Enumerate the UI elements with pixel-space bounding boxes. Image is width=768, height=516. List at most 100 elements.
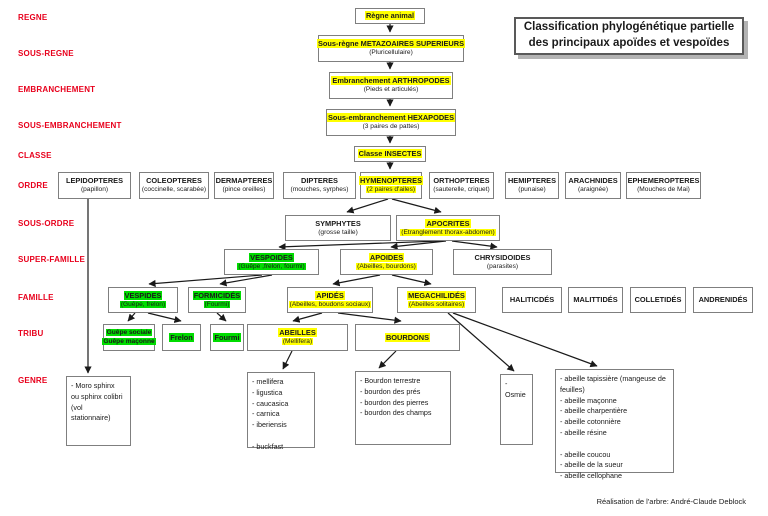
rank-label-sous-embranchement: SOUS-EMBRANCHEMENT [18, 121, 122, 130]
node-megachilides: MEGACHILIDÉS (Abeilles solitaires) [397, 287, 476, 313]
node-sous-embranchement-hexapodes: Sous-embranchement HEXAPODES (3 paires d… [326, 109, 456, 136]
node-subtitle: (coccinelle, scarabée) [141, 186, 207, 194]
node-genre-moro-sphinx: - Moro sphinx ou sphinx colibri (vol sta… [66, 376, 131, 446]
credit-text: Réalisation de l'arbre: André-Claude Deb… [596, 497, 746, 506]
node-subtitle: (papillon) [80, 186, 109, 194]
node-bourdons: BOURDONS [355, 324, 460, 351]
node-title: ABEILLES [278, 328, 317, 338]
node-title: LEPIDOPTERES [65, 176, 124, 186]
node-title: APIDÉS [315, 290, 345, 300]
rank-label-genre: GENRE [18, 376, 48, 385]
node-dermapteres: DERMAPTERES (pince oreilles) [214, 172, 274, 199]
node-title: MALITTIDÉS [573, 295, 618, 305]
node-fourmi: Fourmi [210, 324, 244, 351]
node-title: Frelon [169, 332, 194, 342]
node-subtitle: (pince oreilles) [222, 186, 266, 194]
node-subtitle: (grosse taille) [318, 228, 358, 236]
node-title: FORMICIDÉS [192, 290, 242, 300]
node-symphytes: SYMPHYTES (grosse taille) [285, 215, 391, 241]
node-subtitle: (punaise) [518, 186, 546, 194]
node-subtitle: (Abeilles solitaires) [407, 300, 466, 308]
node-halictides: HALITICDÉS [502, 287, 562, 313]
node-title: HALITICDÉS [509, 295, 555, 305]
node-title: Fourmi [213, 332, 241, 342]
node-title: ORTHOPTERES [433, 176, 490, 186]
diagram-title-line1: Classification phylogénétique partielle [523, 21, 735, 34]
rank-label-sous-ordre: SOUS-ORDRE [18, 219, 75, 228]
node-genre-osmie: - Osmie [500, 374, 533, 445]
rank-label-tribu: TRIBU [18, 329, 44, 338]
node-frelon: Frelon [162, 324, 201, 351]
node-apides: APIDÉS (Abeilles, boudons sociaux) [287, 287, 373, 313]
node-abeilles: ABEILLES (Mellifera) [247, 324, 348, 351]
node-subtitle: (sauterelle, criquet) [433, 186, 490, 194]
node-title: ANDRENIDÉS [698, 295, 748, 305]
node-subtitle: (Pieds et articulés) [363, 86, 419, 94]
node-lepidopteres: LEPIDOPTERES (papillon) [58, 172, 131, 199]
node-orthopteres: ORTHOPTERES (sauterelle, criquet) [429, 172, 494, 199]
node-title: HEMIPTERES [507, 176, 557, 186]
node-title: VESPOIDES [249, 252, 294, 262]
node-subtitle: (Pluricellulaire) [369, 49, 413, 57]
node-coleopteres: COLEOPTERES (coccinelle, scarabée) [139, 172, 209, 199]
node-genre-abeilles-list: - mellifera - ligustica - caucasica - ca… [247, 372, 315, 451]
diagram-title-box: Classification phylogénétique partielle … [514, 17, 744, 55]
node-title: Embranchement ARTHROPODES [331, 76, 451, 86]
rank-label-sous-regne: SOUS-REGNE [18, 49, 74, 58]
node-title: Règne animal [364, 11, 416, 21]
rank-label-super-famille: SUPER-FAMILLE [18, 255, 86, 264]
node-title: ARACHNIDES [568, 176, 618, 186]
node-guepe-sociale-maconne: Guêpe sociale Guêpe maçonne [102, 324, 156, 351]
node-colletides: COLLETIDÉS [630, 287, 686, 313]
node-apocrites: APOCRITES (Etranglement thorax-abdomen) [396, 215, 500, 241]
node-embranchement-arthropodes: Embranchement ARTHROPODES (Pieds et arti… [329, 72, 453, 99]
node-title: VESPIDES [123, 290, 163, 300]
rank-label-ordre: ORDRE [18, 181, 48, 190]
node-formicides: FORMICIDÉS (Fourmi) [188, 287, 246, 313]
node-regne-animal: Règne animal [355, 8, 425, 24]
node-subtitle: (parasites) [486, 262, 519, 270]
node-malittides: MALITTIDÉS [568, 287, 623, 313]
node-title: DIPTERES [301, 176, 338, 186]
node-sous-regne-metazoaires: Sous-règne METAZOAIRES SUPERIEURS (Pluri… [316, 35, 466, 62]
node-subtitle: (Mouches de Mai) [637, 186, 690, 194]
rank-label-classe: CLASSE [18, 151, 52, 160]
node-classe-insectes: Classe INSECTES [354, 146, 426, 162]
node-title: HYMENOPTERES [359, 176, 424, 186]
node-title: COLLETIDÉS [634, 295, 682, 305]
node-subtitle: (Abeilles, bourdons) [356, 262, 417, 270]
node-vespoides: VESPOIDES (Guêpe ,frelon, fourmi) [224, 249, 319, 275]
node-title: Sous-règne METAZOAIRES SUPERIEURS [316, 39, 466, 49]
node-subtitle: (mouches, syrphes) [290, 186, 349, 194]
node-hemipteres: HEMIPTERES (punaise) [505, 172, 559, 199]
node-title: Sous-embranchement HEXAPODES [326, 113, 456, 123]
node-subtitle: (Guêpe ,frelon, fourmi) [237, 262, 306, 270]
node-subtitle: (araignée) [577, 186, 609, 194]
node-line1: Guêpe sociale [105, 328, 153, 336]
node-genre-bourdons-list: - Bourdon terrestre - bourdon des prés -… [355, 371, 451, 445]
node-title: EPHEMEROPTERES [627, 176, 700, 186]
node-title: COLEOPTERES [146, 176, 202, 186]
node-genre-abeilles-solitaires-list: - abeille tapissière (mangeuse de feuill… [555, 369, 674, 480]
node-subtitle: (Mellifera) [281, 338, 314, 346]
node-subtitle: (2 paires d'ailes) [365, 186, 417, 194]
node-title: Classe INSECTES [357, 149, 423, 159]
node-arachnides: ARACHNIDES (araignée) [565, 172, 621, 199]
node-hymenopteres: HYMENOPTERES (2 paires d'ailes) [359, 172, 424, 199]
node-apoides: APOIDES (Abeilles, bourdons) [340, 249, 433, 275]
node-subtitle: (Guêpe, frelon) [119, 300, 167, 308]
node-title: BOURDONS [384, 332, 431, 342]
node-title: MEGACHILIDÉS [407, 290, 466, 300]
node-subtitle: (3 paires de pattes) [362, 123, 420, 131]
rank-label-embranchement: EMBRANCHEMENT [18, 85, 96, 94]
rank-label-regne: REGNE [18, 13, 48, 22]
node-title: SYMPHYTES [315, 218, 361, 228]
node-title: APOIDES [368, 252, 405, 262]
node-vespides: VESPIDES (Guêpe, frelon) [108, 287, 178, 313]
node-subtitle: (Etranglement thorax-abdomen) [400, 228, 496, 236]
rank-label-famille: FAMILLE [18, 293, 54, 302]
node-dipteres: DIPTERES (mouches, syrphes) [283, 172, 356, 199]
node-andrenides: ANDRENIDÉS [693, 287, 753, 313]
node-line2: Guêpe maçonne [102, 337, 156, 345]
